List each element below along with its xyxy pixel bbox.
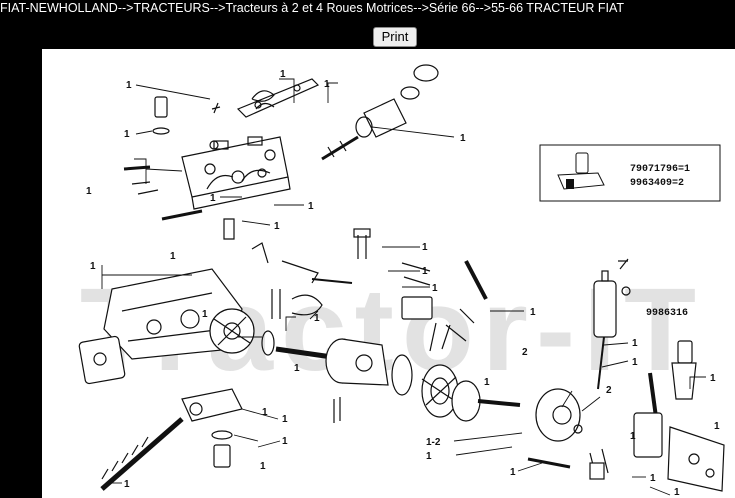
cam-ring bbox=[421, 364, 459, 418]
inset-part-a: 79071796=1 bbox=[630, 164, 690, 175]
callout: 1 bbox=[210, 193, 216, 204]
callout: 1 bbox=[460, 133, 466, 144]
callout: 1 bbox=[484, 377, 490, 388]
governor-cover-housing bbox=[181, 136, 291, 210]
side-part-number: 9986316 bbox=[646, 308, 688, 319]
breadcrumb: FIAT-NEWHOLLAND-->TRACTEURS-->Tracteurs … bbox=[0, 1, 624, 15]
callout: 1 bbox=[124, 129, 130, 140]
callout: 1 bbox=[260, 461, 266, 472]
callout: 1 bbox=[170, 251, 176, 262]
solenoid-valve bbox=[593, 258, 631, 390]
callout: 1 bbox=[426, 451, 432, 462]
callout: 1 bbox=[202, 309, 208, 320]
callout: 1 bbox=[530, 307, 536, 318]
washer bbox=[152, 127, 170, 135]
rotor-assembly bbox=[209, 308, 275, 356]
distributor-head bbox=[325, 338, 413, 396]
callout: 1 bbox=[432, 283, 438, 294]
exploded-parts-diagram: Tractor-IT bbox=[42, 49, 735, 498]
pump-body bbox=[78, 268, 243, 385]
callout: 2 bbox=[522, 347, 528, 358]
callout: 1 bbox=[324, 79, 330, 90]
callout: 1 bbox=[262, 407, 268, 418]
callout: 1 bbox=[674, 487, 680, 498]
callout: 1 bbox=[314, 313, 320, 324]
drive-shaft bbox=[275, 346, 333, 360]
callout: 1 bbox=[422, 266, 428, 277]
inset-part-b: 9963409=2 bbox=[630, 178, 684, 189]
callout: 1 bbox=[714, 421, 720, 432]
callout: 1 bbox=[630, 431, 636, 442]
right-fittings bbox=[633, 340, 725, 492]
callout: 1 bbox=[86, 186, 92, 197]
callout: 1 bbox=[280, 69, 286, 80]
part-number-inset: 79071796=1 9963409=2 bbox=[539, 144, 721, 202]
callout: 1 bbox=[710, 373, 716, 384]
callout: 1 bbox=[274, 221, 280, 232]
throttle-lever bbox=[100, 388, 243, 491]
callout: 1 bbox=[282, 414, 288, 425]
fuel-inlet-assembly bbox=[321, 64, 439, 161]
callout: 1 bbox=[294, 363, 300, 374]
small-fitting bbox=[154, 96, 168, 118]
callout: 1 bbox=[282, 436, 288, 447]
callout: 2 bbox=[606, 385, 612, 396]
print-button[interactable]: Print bbox=[373, 27, 417, 47]
callout: 1 bbox=[510, 467, 516, 478]
callout: 1 bbox=[90, 261, 96, 272]
callout: 1 bbox=[308, 201, 314, 212]
top-lever-plate bbox=[236, 78, 320, 118]
callout: 1 bbox=[632, 338, 638, 349]
parts-drawing: 79071796=1 9963409=2 9986316 1 1 1 1 1 1… bbox=[78, 64, 725, 498]
callout: 1 bbox=[126, 80, 132, 91]
adjust-screw bbox=[527, 457, 571, 469]
callout: 1 bbox=[632, 357, 638, 368]
plunger-assembly bbox=[451, 380, 583, 442]
callout: 1 bbox=[422, 242, 428, 253]
callout: 1 bbox=[124, 479, 130, 490]
callout: 1-2 bbox=[426, 437, 441, 448]
callout: 1 bbox=[650, 473, 656, 484]
